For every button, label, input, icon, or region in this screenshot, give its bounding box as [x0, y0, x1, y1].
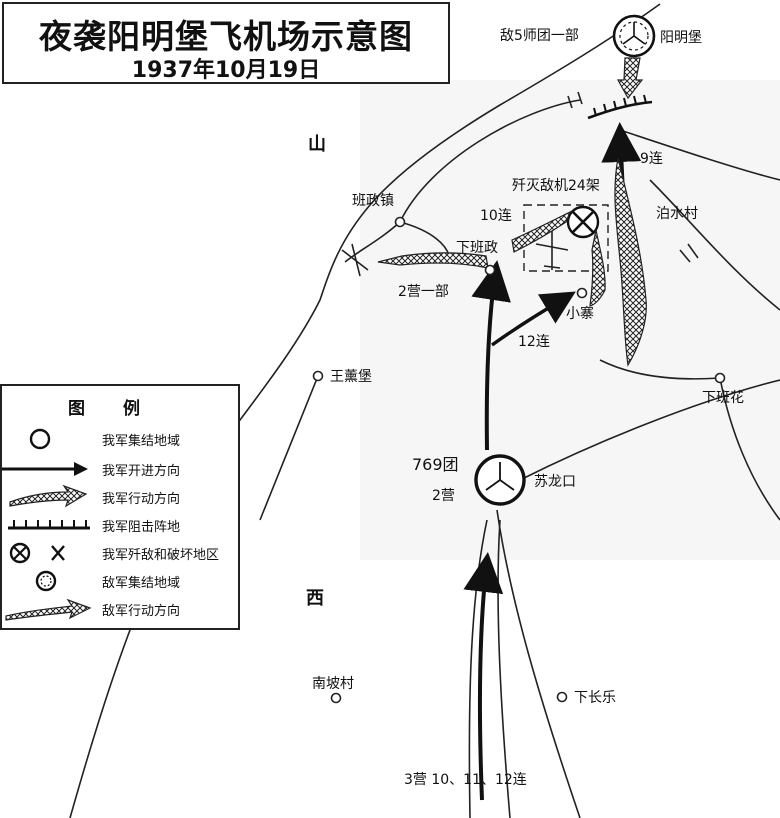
- legend-heading: 图例: [68, 399, 178, 419]
- assembly-circle-icon: [29, 428, 51, 450]
- road-network: [69, 3, 780, 818]
- label-xiachangle: 下长乐: [574, 690, 616, 706]
- legend-item: 我军开进方向: [2, 456, 238, 482]
- legend-label: 敌军集结地域: [102, 576, 181, 591]
- legend-item: 我军集结地域: [2, 426, 238, 452]
- label-yangmingbao: 阳明堡: [660, 30, 702, 46]
- label-company-10: 10连: [480, 208, 512, 224]
- map-title-box: 夜袭阳明堡飞机场示意图 1937年10月19日: [2, 2, 450, 84]
- legend-label: 我军阻击阵地: [102, 520, 181, 535]
- road-xiaozhai-xiabanhua: [599, 359, 721, 380]
- label-xi: 西: [306, 588, 324, 609]
- map-date: 1937年10月19日: [131, 58, 321, 83]
- road-break-marks: [341, 91, 699, 277]
- label-bishuicun: 泊水村: [656, 206, 698, 222]
- company-9-secondary-band: [589, 229, 606, 307]
- blocking-position-icon: [8, 520, 90, 530]
- label-xiabanhua: 下班花: [702, 390, 744, 406]
- marker-banzhengzhen: [394, 216, 406, 228]
- legend-item: 我军行动方向: [2, 484, 238, 510]
- marker-nanpocun: [330, 692, 342, 704]
- label-xiabanzheng: 下班政: [456, 240, 498, 256]
- road-wangxun: [259, 375, 319, 521]
- blocking-position: [587, 94, 653, 120]
- marker-xiabanzheng: [484, 264, 496, 276]
- label-banzhengzhen: 班政镇: [352, 193, 394, 209]
- enemy-movement-arrow: [616, 57, 644, 100]
- legend-item: 敌军集结地域: [2, 568, 238, 594]
- label-battalion-3: 3营 10、11、12连: [404, 772, 527, 788]
- legend-label: 我军集结地域: [102, 434, 181, 449]
- road-sulong-east: [519, 379, 780, 481]
- legend-item: 我军歼敌和破坏地区: [2, 540, 238, 566]
- road-bishui-east: [649, 179, 780, 311]
- road-xiabanhua-south: [719, 377, 780, 521]
- label-battalion-2: 2营: [432, 488, 455, 504]
- marker-wangxunbao: [312, 370, 324, 382]
- marker-xiaozhai: [576, 287, 588, 299]
- hatched-arrow-icon: [9, 484, 88, 508]
- enemy-arrow-icon: [5, 598, 92, 621]
- legend: 图例 我军集结地域 我军开进方向 我军行动方向 我军阻击阵地 我军歼敌: [0, 384, 240, 630]
- marker-xiachangle: [556, 691, 568, 703]
- label-company-9: 9连: [640, 151, 663, 167]
- label-shan: 山: [308, 134, 326, 155]
- legend-label: 我军歼敌和破坏地区: [102, 548, 220, 563]
- advance-arrow-icon: [2, 462, 88, 476]
- company-10-action-arrow: [511, 210, 572, 253]
- map-title: 夜袭阳明堡飞机场示意图: [39, 17, 413, 56]
- legend-item: 我军阻击阵地: [2, 512, 238, 538]
- map-labels: 敌5师团一部 阳明堡 山 9连 歼灭敌机24架 班政镇 10连 泊水村 下班政 …: [306, 28, 744, 788]
- label-company-12: 12连: [518, 334, 550, 350]
- legend-label: 我军开进方向: [102, 464, 181, 479]
- enemy-assembly-icon: [35, 570, 57, 592]
- legend-label: 我军行动方向: [102, 492, 181, 507]
- label-nanpocun: 南坡村: [312, 676, 354, 692]
- legend-label: 敌军行动方向: [102, 604, 181, 619]
- label-enemy-regiment: 敌5师团一部: [500, 28, 579, 44]
- company-9-action-band: [614, 157, 647, 367]
- company-12-advance-arrow: [491, 291, 576, 347]
- marker-xiabanhua: [714, 372, 726, 384]
- label-xiaozhai: 小寨: [566, 305, 594, 322]
- road-banzheng-yangming: [399, 99, 581, 223]
- road-banzheng-west: [344, 221, 401, 263]
- destroy-area-icon: [9, 542, 65, 564]
- legend-item: 敌军行动方向: [2, 596, 238, 622]
- label-regiment-769: 769团: [412, 455, 459, 474]
- label-destroyed: 歼灭敌机24架: [512, 178, 600, 194]
- assembly-sulongkou: [474, 454, 526, 506]
- destroyed-airfield-icon: [566, 205, 600, 239]
- label-wangxunbao: 王薰堡: [330, 369, 372, 385]
- place-markers: [312, 216, 726, 704]
- battalion-2-part-arrow: [377, 252, 489, 269]
- battalion-3-advance-arrow: [463, 552, 504, 801]
- airplane-icon: [535, 228, 569, 270]
- label-sulongkou: 苏龙口: [534, 474, 576, 490]
- main-advance-arrow-north: [471, 260, 511, 451]
- label-battalion-2-part: 2营一部: [398, 284, 449, 300]
- road-sulong-south: [496, 509, 581, 818]
- enemy-assembly-yangmingbao: [612, 14, 656, 58]
